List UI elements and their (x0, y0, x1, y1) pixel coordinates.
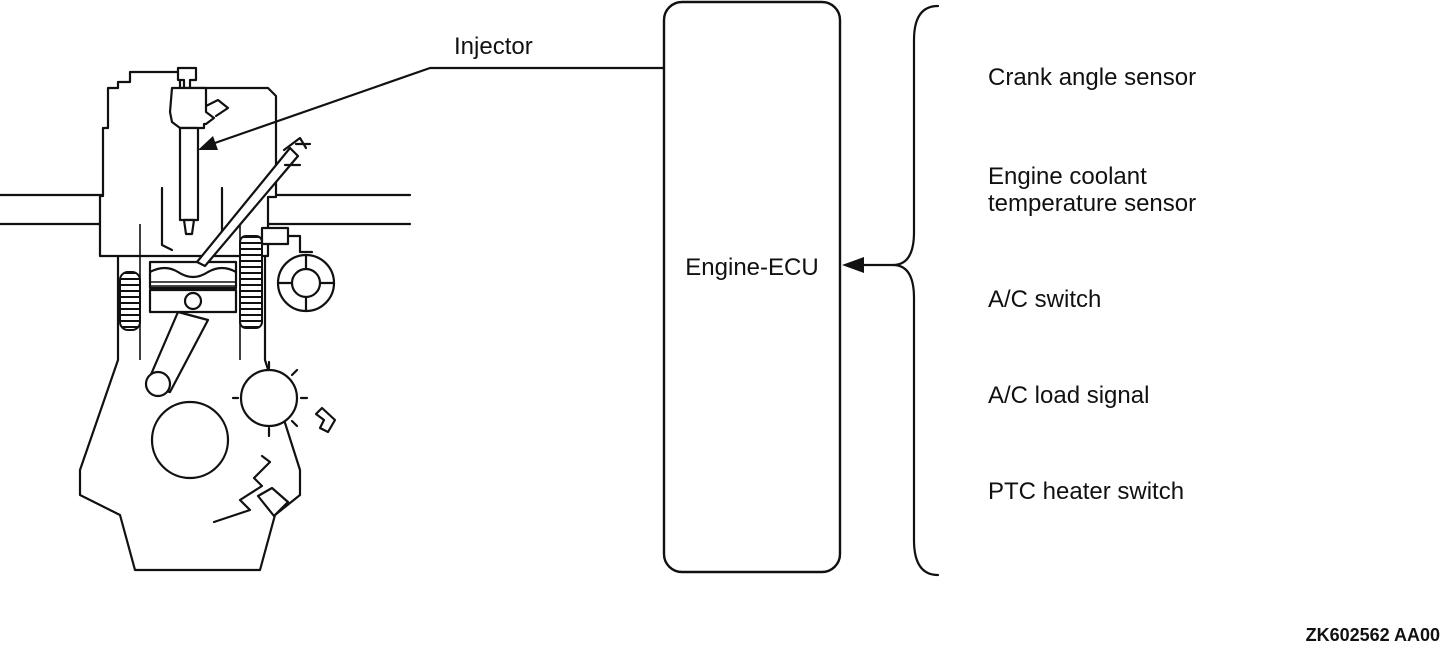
input-ptc-heater-switch: PTC heater switch (988, 478, 1184, 505)
input-ac-switch: A/C switch (988, 286, 1101, 313)
engine-cross-section (0, 70, 412, 572)
injector-leader-line (210, 66, 666, 146)
input-ect-line-2: temperature sensor (988, 190, 1196, 217)
input-ect-line-1: Engine coolant (988, 163, 1147, 190)
input-arrowhead (842, 257, 864, 273)
engine-ecu-label: Engine-ECU (685, 254, 818, 281)
figure-code: ZK602562 AA00 (1306, 625, 1440, 645)
input-ac-load-signal: A/C load signal (988, 382, 1149, 409)
injector-arrowhead (198, 136, 218, 150)
input-engine-coolant-temperature-sensor: Engine coolant temperature sensor (988, 163, 1196, 217)
injector-icon (168, 66, 230, 236)
input-list: Crank angle sensor Engine coolant temper… (988, 64, 1196, 505)
input-group-brace (891, 4, 940, 577)
engine-ecu-box (662, 0, 842, 574)
injector-label: Injector (454, 33, 533, 60)
input-crank-angle-sensor: Crank angle sensor (988, 64, 1196, 91)
